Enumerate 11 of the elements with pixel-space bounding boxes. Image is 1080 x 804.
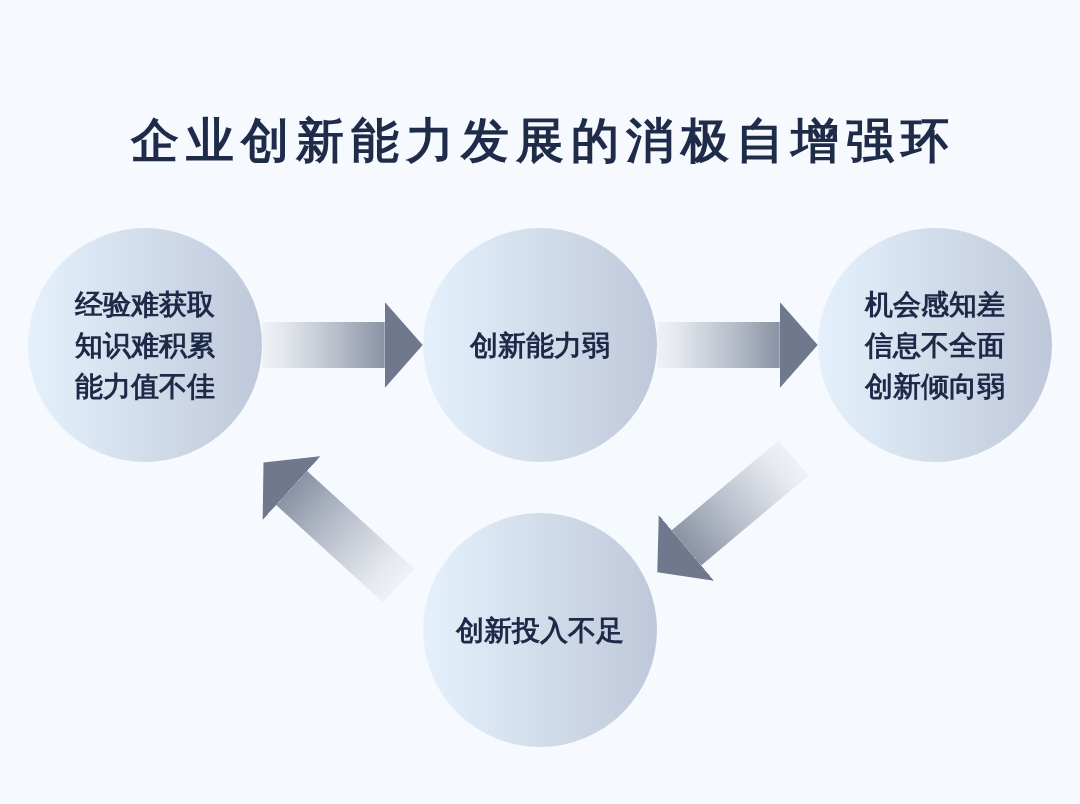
arrow	[657, 302, 818, 388]
arrow	[262, 302, 423, 388]
node-text: 创新投入不足	[456, 612, 624, 649]
node-text: 创新能力弱	[470, 327, 610, 364]
node-text: 机会感知差	[865, 286, 1005, 323]
node-text: 创新倾向弱	[865, 368, 1005, 405]
node-text: 知识难积累	[75, 327, 215, 364]
title: 企业创新能力发展的消极自增强环	[129, 111, 956, 170]
node-text: 经验难获取	[75, 286, 215, 323]
node-text: 能力值不佳	[75, 368, 215, 405]
node-text: 信息不全面	[865, 327, 1005, 364]
